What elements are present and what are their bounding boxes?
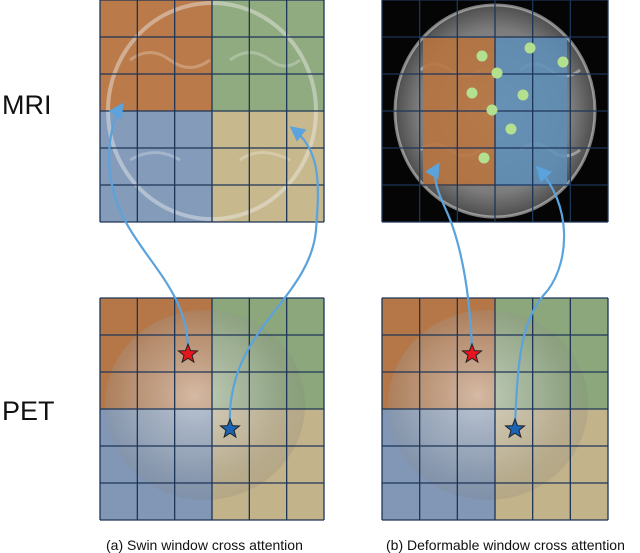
- panel-swin-mri: [99, 0, 325, 223]
- blue-star-deform: [504, 417, 526, 439]
- sampling-point: [491, 67, 503, 79]
- sampling-points: [466, 42, 569, 164]
- sampling-point: [557, 56, 569, 68]
- arrow-blue-swin: [228, 126, 319, 426]
- caption-deformable: (b) Deformable window cross attention: [386, 537, 625, 553]
- blue-star-swin: [219, 417, 241, 439]
- panel-deform-pet: [381, 297, 609, 521]
- sampling-point: [476, 50, 488, 62]
- pet-row-label: PET: [2, 396, 55, 426]
- sampling-point: [478, 152, 490, 164]
- sampling-point: [505, 123, 517, 135]
- panel-swin-pet: [99, 297, 325, 521]
- sampling-point: [486, 104, 498, 116]
- grid-swin-mri: [99, 0, 325, 223]
- red-star-swin: [177, 342, 199, 364]
- red-star-deform: [461, 342, 483, 364]
- grid-deform-pet: [381, 297, 609, 521]
- arrows: [108, 102, 566, 426]
- grid-swin-pet: [99, 297, 325, 521]
- sampling-point: [524, 42, 536, 54]
- sampling-point: [517, 89, 529, 101]
- panel-deform-mri: [381, 0, 609, 223]
- mri-row-label: MRI: [2, 90, 52, 120]
- arrow-blue-deform: [513, 165, 566, 426]
- arrow-red-swin: [108, 102, 190, 351]
- sampling-point: [466, 87, 478, 99]
- arrow-red-deform: [425, 162, 474, 351]
- caption-swin: (a) Swin window cross attention: [106, 537, 303, 553]
